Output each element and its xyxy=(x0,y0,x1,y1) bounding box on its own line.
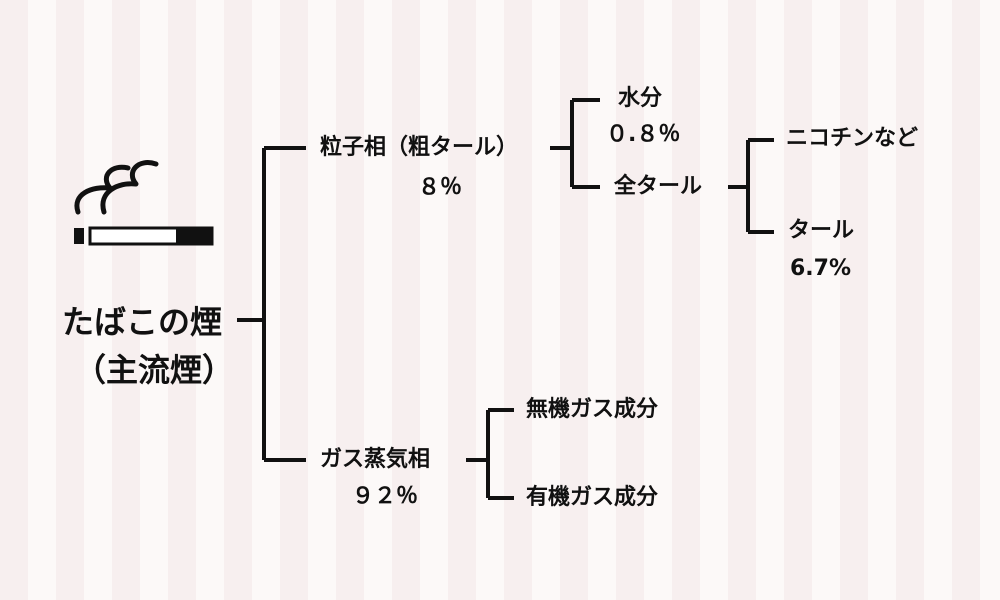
nicotine-label: ニコチンなど xyxy=(786,126,919,151)
root-subtitle: （主流煙） xyxy=(74,351,235,389)
total-tar-label: 全タール xyxy=(614,174,703,199)
gas-phase-label: ガス蒸気相 xyxy=(320,447,431,472)
root-title: たばこの煙 xyxy=(62,303,223,341)
particle-phase-label: 粒子相（粗タール） xyxy=(320,135,519,160)
tar-value: 6.7% xyxy=(790,256,852,281)
tar-label: タール xyxy=(788,218,855,243)
organic-gas-label: 有機ガス成分 xyxy=(526,485,659,510)
inorganic-gas-label: 無機ガス成分 xyxy=(526,397,659,422)
water-value: ０.８％ xyxy=(606,122,681,147)
water-label: 水分 xyxy=(618,86,663,111)
cigarette-smoke-icon xyxy=(74,160,214,246)
particle-phase-value: ８％ xyxy=(418,175,463,200)
gas-phase-value: ９２％ xyxy=(352,484,419,509)
